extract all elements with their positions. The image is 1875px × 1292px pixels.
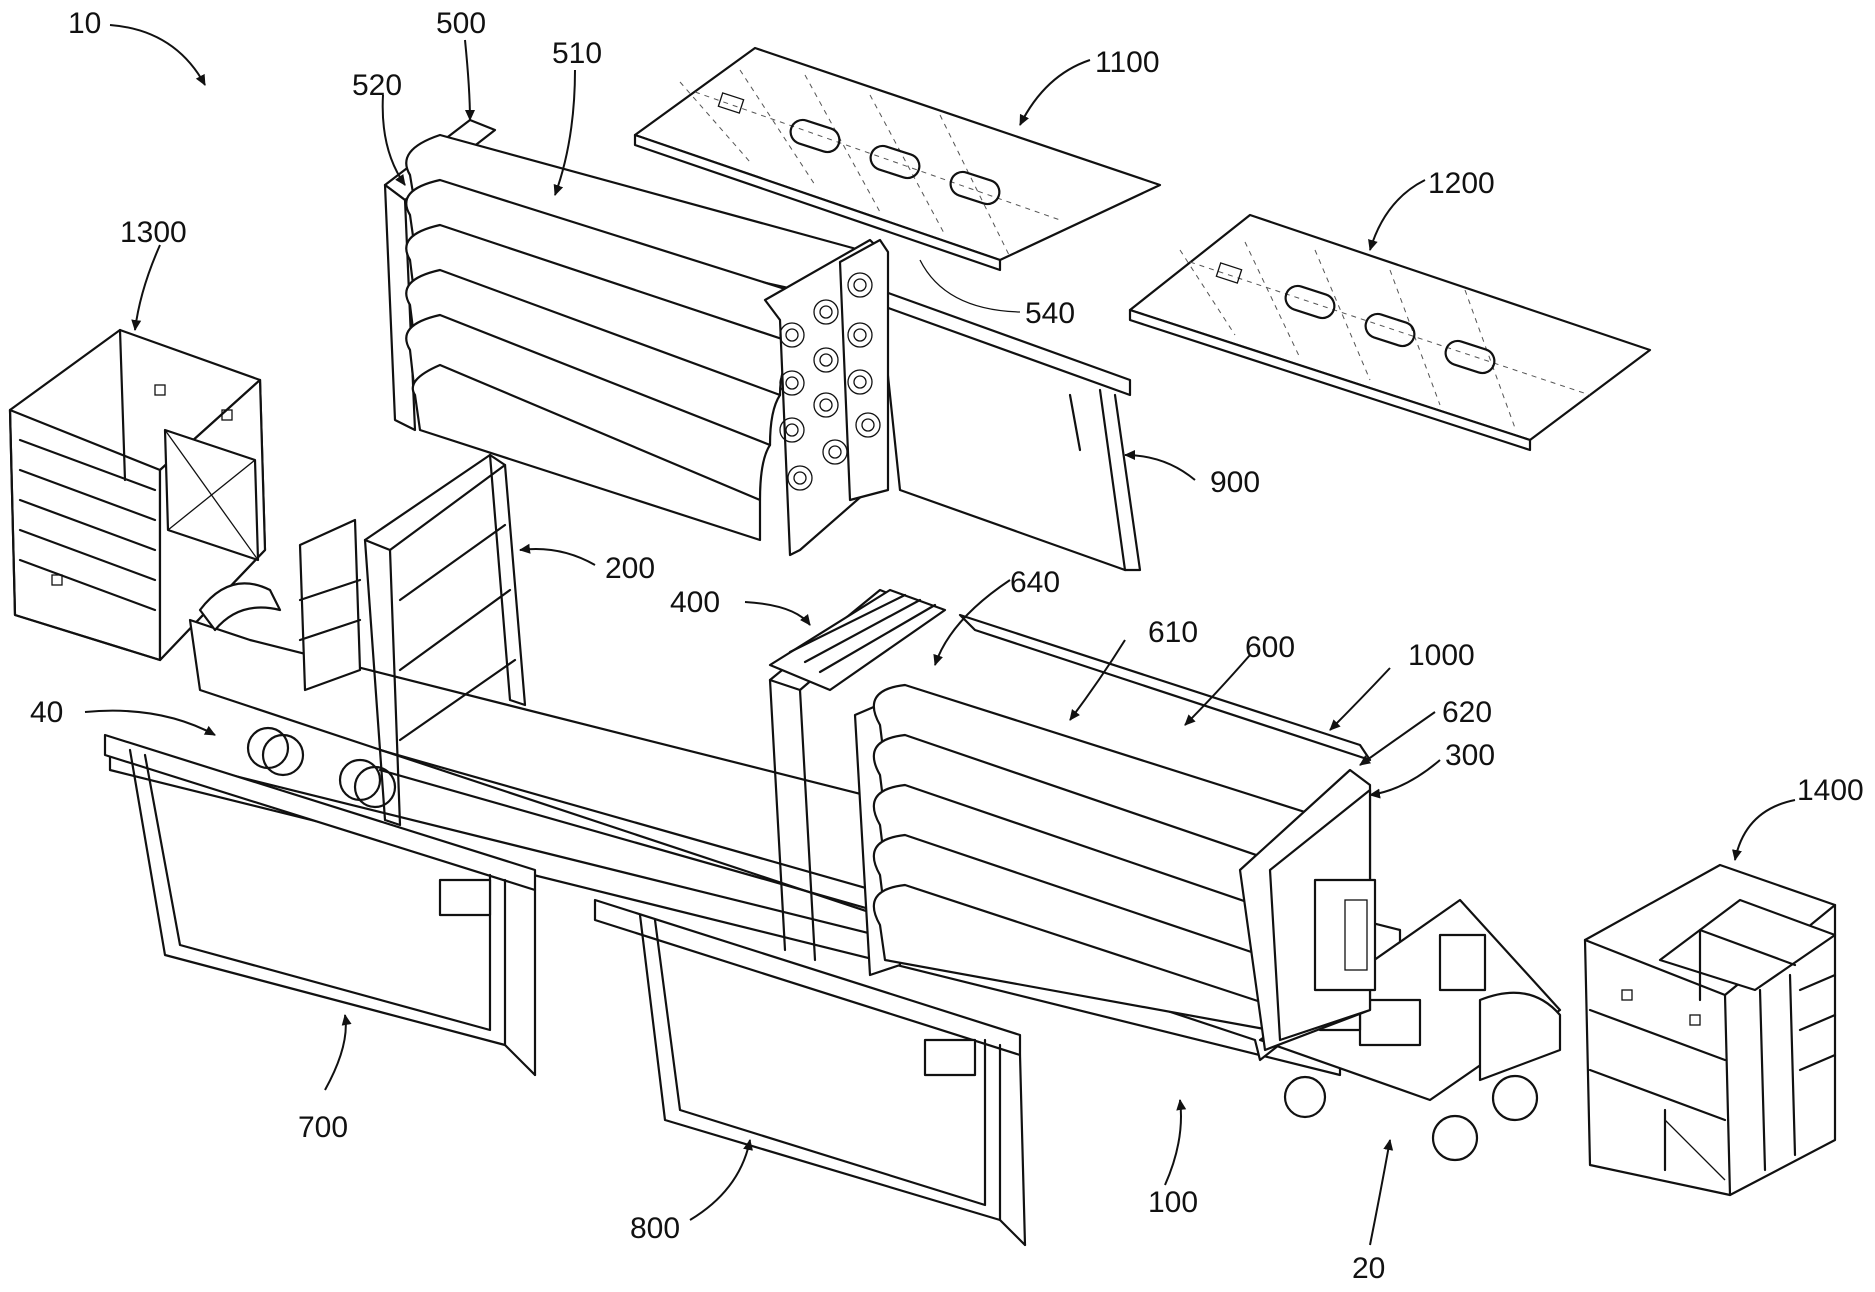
arrow-900 <box>1124 450 1196 481</box>
label-1300: 1300 <box>120 216 187 249</box>
arrow-510 <box>553 69 576 196</box>
arrow-20 <box>1369 1139 1394 1246</box>
end-panel-1300 <box>8 328 267 662</box>
label-520: 520 <box>352 69 402 102</box>
label-200: 200 <box>605 552 655 585</box>
side-frame-900 <box>878 288 1142 572</box>
label-100: 100 <box>1148 1186 1198 1219</box>
label-900: 900 <box>1210 466 1260 499</box>
arrow-1200 <box>1368 179 1426 251</box>
arrow-1400 <box>1732 799 1796 861</box>
reference-labels: 10 500 510 520 1100 1200 1300 540 900 20… <box>30 7 1864 1285</box>
arrow-700 <box>324 1014 352 1091</box>
arrow-800 <box>689 1139 753 1221</box>
cylinders-510 <box>405 133 862 542</box>
arrow-540 <box>919 259 1021 313</box>
label-620: 620 <box>1442 696 1492 729</box>
label-540: 540 <box>1025 297 1075 330</box>
arrow-10 <box>109 24 206 86</box>
roof-panel-1100 <box>633 46 1162 272</box>
arrow-1000 <box>1329 667 1391 731</box>
arrow-40 <box>84 709 216 736</box>
end-panel-1400 <box>1583 863 1837 1197</box>
cylinder-bank-500 <box>383 118 890 557</box>
arrow-200 <box>519 543 596 566</box>
label-1400: 1400 <box>1797 774 1864 807</box>
label-1000: 1000 <box>1408 639 1475 672</box>
label-300: 300 <box>1445 739 1495 772</box>
arrow-610 <box>1069 639 1126 721</box>
arrow-620 <box>1359 711 1436 766</box>
side-panel-700 <box>103 733 537 1077</box>
label-1100: 1100 <box>1095 46 1160 79</box>
label-510: 510 <box>552 37 602 70</box>
label-800: 800 <box>630 1212 680 1245</box>
arrow-1100 <box>1019 59 1091 126</box>
label-20: 20 <box>1352 1252 1385 1285</box>
module-400 <box>768 588 947 692</box>
front-frame-200 <box>298 453 527 827</box>
arrow-400 <box>744 601 811 626</box>
label-40: 40 <box>30 696 63 729</box>
end-plate-540 <box>763 238 890 557</box>
label-10: 10 <box>68 7 101 40</box>
label-640: 640 <box>1010 566 1060 599</box>
arrow-100 <box>1164 1099 1187 1186</box>
arrow-300 <box>1369 759 1441 799</box>
label-1200: 1200 <box>1428 167 1495 200</box>
leader-arrows <box>84 24 1796 1246</box>
arrow-600 <box>1184 654 1251 726</box>
arrow-1300 <box>131 244 161 331</box>
arrow-520 <box>381 94 406 186</box>
arrow-500 <box>464 39 475 121</box>
label-610: 610 <box>1148 616 1198 649</box>
label-500: 500 <box>436 7 486 40</box>
label-400: 400 <box>670 586 720 619</box>
side-panel-800 <box>593 898 1027 1247</box>
label-600: 600 <box>1245 631 1295 664</box>
label-700: 700 <box>298 1111 348 1144</box>
roof-panel-1200 <box>1128 213 1652 452</box>
arrow-640 <box>933 579 1011 666</box>
